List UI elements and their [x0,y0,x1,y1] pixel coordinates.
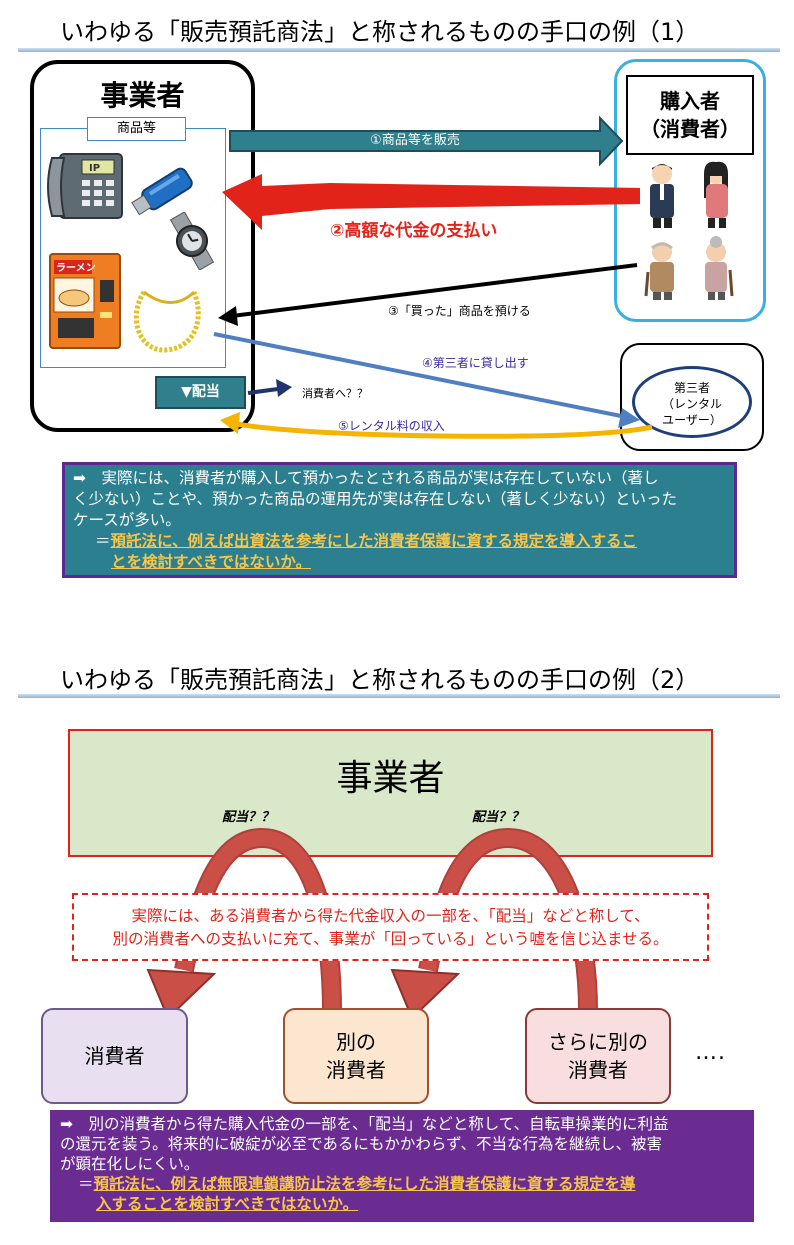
section2-title: いわゆる「販売預託商法」と称されるものの手口の例（2） [60,666,700,694]
ellipsis: …. [695,1040,726,1065]
step4-label: ④第三者に貸し出す [422,356,529,370]
step1-label: ①商品等を販売 [370,133,460,148]
consumer-box-3: さらに別の 消費者 [525,1008,671,1104]
consumer-box-2: 別の 消費者 [283,1008,429,1104]
step5-label: ⑤レンタル料の収入 [338,419,445,433]
note1-line3: ケースが多い。 [73,511,181,529]
vending-machine-icon: ラーメン [49,253,121,349]
goods-label: 商品等 [87,117,186,141]
buyer-box: 購入者 （消費者） [626,75,754,155]
third-party-panel [620,343,764,451]
consumer2-line2: 消費者 [326,1058,386,1082]
note2-highlight-line2: 入することを検討すべきではないか。 [96,1195,359,1213]
third-party-label: 第三者 [673,381,710,395]
note1-line1: ➡ 実際には、消費者が購入して預かったとされる商品が実は存在していない（著し [73,469,659,487]
section2-title-rule [18,694,780,698]
note1-prefix: ＝ [95,532,111,550]
note2-highlight-line1: 預託法に、例えば無限連鎖講防止法を参考にした消費者保護に資する規定を導 [93,1175,636,1193]
wristwatch-icon [169,212,215,270]
business-label: 事業者 [100,79,185,112]
flow-arrows [213,115,653,439]
step3-label: ③「買った」商品を預ける [388,304,531,318]
note2-prefix: ＝ [78,1175,94,1193]
svg-text:IP: IP [89,163,100,174]
note1-highlight-line1: 預託法に、例えば出資法を参考にした消費者保護に資する規定を導入するこ [110,532,638,550]
consumer3-line1: さらに別の [548,1030,648,1054]
sale-arrow [229,115,624,167]
telephone-icon: IP [47,153,123,219]
note2-line3: が顕在化しにくい。 [60,1155,200,1173]
usb-drive-icon [131,167,193,216]
note2-line2: の還元を装う。将来的に破綻が必至であるにもかかわらず、不当な行為を継続し、被害 [60,1135,663,1153]
step2-label: ②高額な代金の支払い [330,221,498,241]
note-box-1: ➡ 実際には、消費者が購入して預かったとされる商品が実は存在していない（著し く… [62,462,737,578]
buyer-label: 購入者 [660,89,720,113]
third-party-ellipse: 第三者 （レンタル ユーザー） [632,366,752,438]
section1-title-rule [18,48,780,52]
note1-highlight-line2: とを検討すべきではないか。 [111,553,312,571]
dividend-label-left: 配当？？ [222,810,275,825]
consumer-box-1: 消費者 [41,1008,188,1104]
business-box-2: 事業者 [68,729,713,857]
note1-line2: く少ない）ことや、預かった商品の運用先が実は存在しない（著しく少ない）といった [73,490,678,508]
consumer3-line2: 消費者 [568,1058,628,1082]
explanation-dashed-box: 実際には、ある消費者から得た代金収入の一部を、「配当」などと称して、 別の消費者… [72,893,709,961]
note2-line1: ➡ 別の消費者から得た購入代金の一部を、「配当」などと称して、自転車操業的に利益 [60,1115,669,1133]
section1-title: いわゆる「販売預託商法」と称されるものの手口の例（1） [60,18,700,46]
payment-arrow [222,174,640,230]
dividend-label-right: 配当？？ [472,810,525,825]
note-box-2: ➡ 別の消費者から得た購入代金の一部を、「配当」などと称して、自転車操業的に利益… [50,1110,754,1222]
buyer-sublabel: （消費者） [640,117,740,141]
to-consumer-label: 消費者へ？？ [302,387,368,400]
consumer-people-icon [644,161,734,300]
third-party-label-line3: ユーザー） [662,413,722,427]
dashed-line2: 別の消費者への支払いに充て、事業が「回っている」という嘘を信じ込ませる。 [112,930,669,948]
third-party-label-line2: （レンタル [661,397,722,411]
necklace-icon [133,290,201,353]
consumer2-line1: 別の [336,1030,376,1054]
dashed-line1: 実際には、ある消費者から得た代金収入の一部を、「配当」などと称して、 [131,907,650,925]
dividend-box: ▼配当 [155,376,246,409]
business-panel [30,60,255,432]
svg-text:ラーメン: ラーメン [56,262,96,274]
